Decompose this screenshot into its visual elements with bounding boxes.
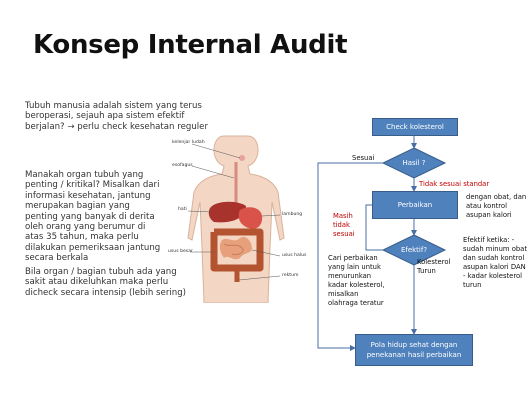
paragraph-regular-check: Tubuh manusia adalah sistem yang terus b… bbox=[25, 101, 208, 132]
label-masih-tidak-sesuai: Masih tidak sesuai bbox=[333, 212, 355, 238]
paragraph-critical-organ: Manakah organ tubuh yang penting / kriti… bbox=[25, 170, 161, 264]
label-tidak-sesuai-standar: Tidak sesuai standar bbox=[419, 180, 490, 188]
decision-efektif-shape bbox=[381, 234, 447, 266]
label-hati: hati bbox=[178, 207, 187, 212]
decision-efektif-label: Efektif? bbox=[400, 246, 428, 254]
label-usus-besar: usus besar bbox=[168, 249, 193, 254]
label-sesuai: Sesuai bbox=[352, 154, 375, 162]
note-efektif-ketika: Efektif ketika: -sudah minum obat dan su… bbox=[463, 236, 528, 289]
process-check-kolesterol: Check kolesterol bbox=[372, 118, 458, 136]
label-esofagus: esofagus bbox=[172, 163, 193, 168]
label-kolesterol-turun: Kolesterol Turun bbox=[417, 258, 451, 275]
label-usus-halus: usus halus bbox=[282, 253, 307, 258]
digestive-system-illustration: kelenjar ludah esofagus hati lambung usu… bbox=[168, 128, 308, 304]
process-perbaikan: Perbaikan bbox=[372, 191, 458, 219]
note-cari-perbaikan: Cari perbaikan yang lain untuk menurunka… bbox=[328, 254, 385, 307]
paragraph-intensive-check: Bila organ / bagian tubuh ada yang sakit… bbox=[25, 267, 186, 298]
decision-hasil-label: Hasil ? bbox=[402, 159, 426, 167]
note-perbaikan: dengan obat, dan atau kontrol asupan kal… bbox=[466, 193, 527, 219]
digestive-system-drawing bbox=[187, 135, 285, 304]
decision-hasil-shape bbox=[381, 147, 447, 179]
label-rektum: rektum bbox=[282, 273, 299, 278]
process-pola-hidup-sehat: Pola hidup sehat dengan penekanan hasil … bbox=[355, 334, 473, 366]
label-lambung: lambung bbox=[282, 212, 303, 217]
label-kelenjar-ludah: kelenjar ludah bbox=[172, 140, 205, 145]
slide-title: Konsep Internal Audit bbox=[33, 30, 348, 60]
